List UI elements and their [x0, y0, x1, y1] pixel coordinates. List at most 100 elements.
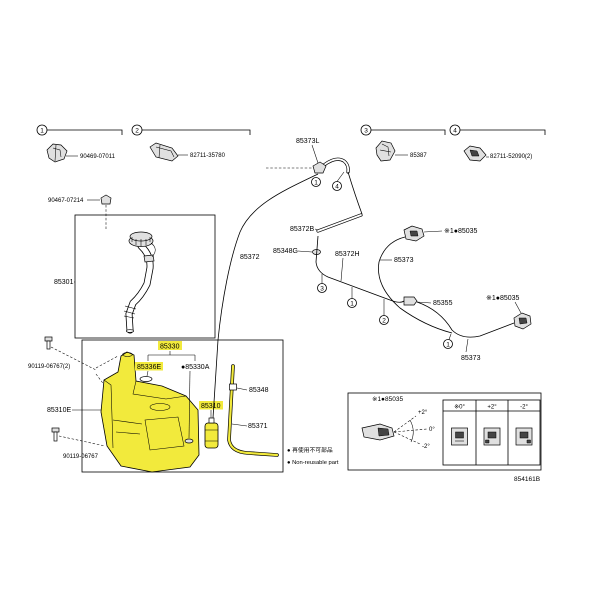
highlight-85336E — [135, 362, 163, 371]
highlight-85330 — [158, 341, 182, 350]
hose-85371-drawing — [227, 364, 279, 457]
inset-nozzle-detail — [377, 427, 390, 437]
filler-neck-group: 90467-07214 85301 — [48, 194, 216, 339]
highlight-85310 — [199, 401, 223, 410]
detail-part-number: 82711-35780 — [190, 153, 226, 159]
hose-connector-line — [347, 171, 363, 215]
bolt-head — [51, 427, 60, 433]
part-label-85330A: ●85330A — [181, 364, 210, 371]
part-label-85372H: 85372H — [335, 251, 360, 258]
hose-ref-number: 3 — [320, 285, 324, 292]
part-label-85373L: 85373L — [296, 138, 319, 145]
clip-detail-lines — [52, 144, 62, 162]
hose-85372B-drawing — [317, 214, 362, 232]
part-label-85372B: 85372B — [290, 226, 314, 233]
connector-icon-minus — [515, 427, 533, 446]
upper-hose-group: 85373L 85372 1 4 — [212, 138, 363, 419]
seal-ring-drawing — [139, 376, 153, 382]
legend-line-jp: ● 再使用不可部品 — [287, 446, 333, 454]
detail-number: 3 — [364, 127, 368, 134]
detail-number: 1 — [40, 127, 44, 134]
clip-detail-lines — [379, 143, 392, 157]
clip-part-drawing — [100, 194, 112, 205]
filler-neck-clamp — [143, 254, 155, 263]
hose-85372H-drawing — [315, 235, 405, 303]
tank-pump-pocket — [144, 416, 185, 451]
clip-detail-lines — [155, 144, 175, 159]
hose-ref-number: 2 — [382, 317, 386, 324]
bolt-head — [44, 336, 53, 342]
tank-detail — [149, 403, 171, 411]
part-label-85372: 85372 — [240, 254, 260, 261]
detail-box-1: 1 90469-07011 — [36, 124, 123, 163]
hose-joint-85373L-drawing — [312, 161, 327, 174]
part-label-85301: 85301 — [54, 279, 74, 286]
hose-ref-number: 1 — [446, 341, 450, 348]
part-label-85035-lower: ※1●85035 — [486, 295, 520, 302]
connector-socket — [455, 431, 464, 439]
part-label-85348: 85348 — [249, 387, 269, 394]
filler-cap-strap — [150, 242, 156, 258]
nozzle-detail — [409, 230, 419, 237]
spray-angle-minus: -2° — [422, 444, 430, 450]
part-label-85371: 85371 — [248, 423, 268, 430]
detail-box-3: 3 85387 — [360, 124, 446, 162]
connector-socket — [487, 431, 497, 439]
leader-line — [465, 338, 469, 353]
detail-part-number: 85387 — [410, 153, 427, 159]
washer-tank-drawing — [100, 351, 200, 473]
filler-cap-ridges — [131, 237, 151, 246]
detail-box-rule — [371, 129, 446, 135]
pump-drawing — [204, 422, 219, 449]
part-label-85373-upper: 85373 — [394, 257, 414, 264]
assembly-dashed-lines — [95, 355, 119, 391]
leader-line — [448, 333, 452, 340]
tank-box — [81, 339, 284, 473]
part-label-85348G: 85348G — [273, 248, 298, 255]
tank-inlet — [122, 352, 133, 357]
leader-line — [236, 387, 248, 391]
detail-box-rule — [460, 129, 546, 135]
tank-group: 90119-06767(2) 85310E 90119-06767 85330 … — [28, 336, 284, 473]
hose-ref-circle — [443, 339, 453, 349]
bolt-shaft — [53, 431, 58, 442]
hose-ref-number: 4 — [335, 183, 339, 190]
part-label-85310E: 85310E — [47, 407, 71, 414]
leader-line — [340, 257, 344, 282]
spray-angle-zero: 0° — [429, 427, 435, 433]
spray-direction-lines — [393, 415, 428, 445]
assembly-dashed-line — [58, 435, 106, 447]
part-label-85310: 85310 — [201, 403, 221, 410]
connector-icon-plus — [483, 427, 501, 446]
spray-angle-arc — [409, 419, 414, 443]
bolt-upper — [44, 336, 53, 350]
assembly-bracket — [147, 351, 196, 361]
part-label-85373-lower: 85373 — [461, 355, 481, 362]
connector-mark — [485, 439, 490, 444]
drawing-number: 854161B — [514, 476, 540, 483]
clip-drawing — [149, 142, 179, 162]
tube-fill — [323, 158, 350, 173]
angle-table — [442, 399, 541, 466]
leader-line — [188, 370, 191, 439]
nozzle-angle-inset: ※1●85035 +2° 0° -2° ※0° +2° -2° — [347, 392, 542, 471]
leader-line — [423, 230, 443, 233]
hose-85373-upper-drawing — [378, 236, 453, 334]
part-label-90467-07214: 90467-07214 — [48, 198, 84, 204]
detail-box-2: 2 82711-35780 — [131, 124, 251, 162]
tank-edge-lines — [103, 379, 187, 449]
nozzle-detail — [518, 317, 528, 325]
spray-angle-plus: +2° — [418, 410, 428, 416]
pump-outlet — [208, 417, 215, 424]
detail-box-rule — [142, 129, 251, 135]
legend: ● 再使用不可部品 ● Non-reusable part — [287, 446, 339, 466]
angle-table-grid — [443, 400, 540, 465]
connector-socket — [519, 431, 529, 439]
leader-line — [231, 423, 248, 427]
angle-table-header: ※0° — [454, 405, 465, 411]
clip-detail — [469, 149, 480, 157]
leader-line — [336, 171, 345, 182]
part-label-85355: 85355 — [433, 300, 453, 307]
leader-line — [311, 144, 319, 164]
